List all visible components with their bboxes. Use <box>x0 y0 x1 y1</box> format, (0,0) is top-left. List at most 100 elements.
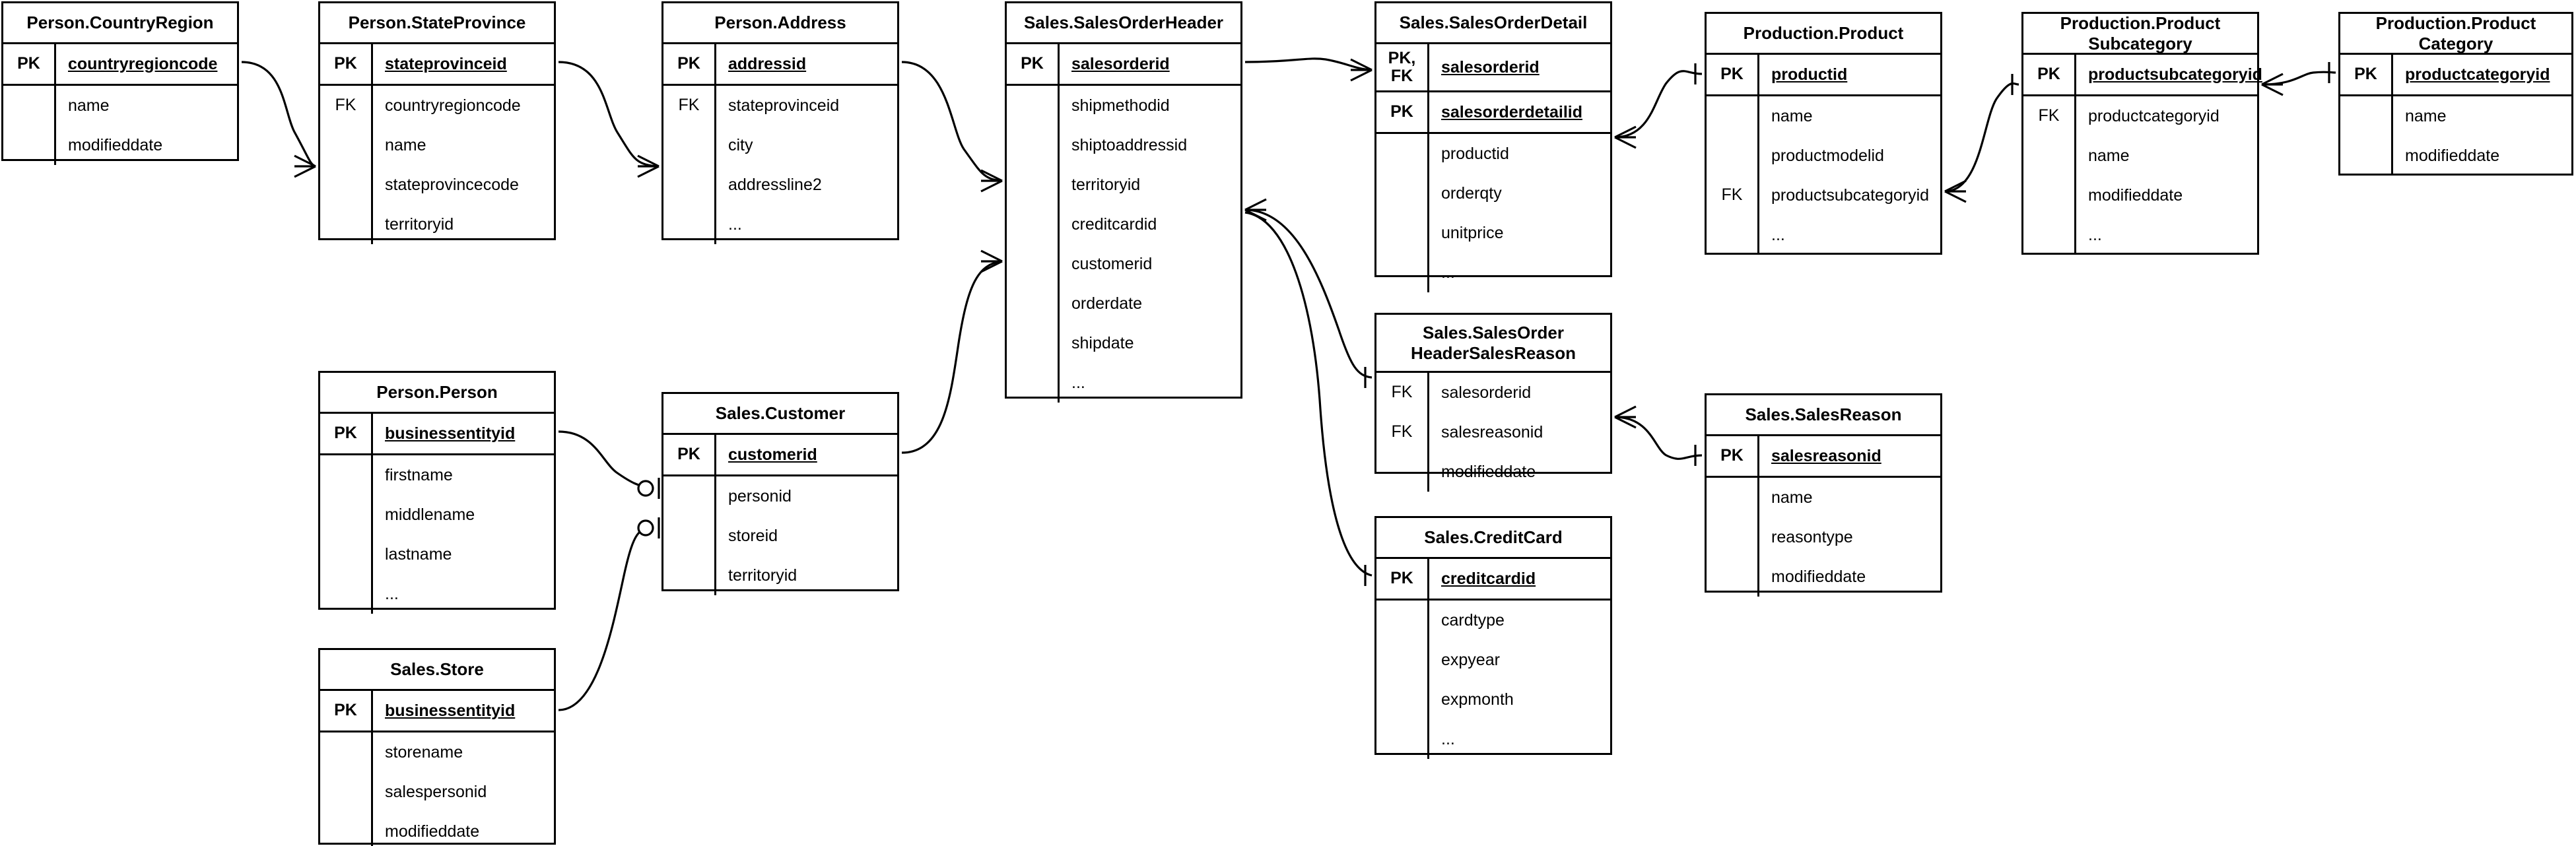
crowsfoot-salesorderheader-sohsr <box>1244 198 1267 222</box>
crowsfoot-address <box>637 154 660 178</box>
attribute-marker <box>1707 557 1759 597</box>
attribute-name: modifieddate <box>2088 185 2183 205</box>
attribute-name: name <box>2088 146 2130 165</box>
attribute-name: territoryid <box>1071 175 1141 194</box>
attribute-marker <box>663 165 716 205</box>
attribute-row: ... <box>2023 215 2257 255</box>
key-marker: PK <box>2340 55 2393 94</box>
attribute-row: ... <box>1007 363 1240 403</box>
attribute-row: modifieddate <box>1376 452 1610 492</box>
attribute-row: personid <box>663 476 897 516</box>
key-attribute-name: customerid <box>728 445 817 464</box>
attribute-name: orderdate <box>1071 294 1143 313</box>
attribute-name: productsubcategoryid <box>1771 185 1930 205</box>
entity-title-salesorderdetail: Sales.SalesOrderDetail <box>1376 3 1610 44</box>
attribute-marker <box>320 772 373 812</box>
key-attribute-name: salesorderdetailid <box>1441 102 1582 121</box>
attribute-marker: FK <box>663 86 716 125</box>
attribute-marker <box>2023 176 2076 215</box>
key-attribute-name: countryregioncode <box>68 54 218 73</box>
entity-title-customer: Sales.Customer <box>663 394 897 435</box>
attribute-marker <box>320 205 373 244</box>
attribute-name: personid <box>728 486 792 505</box>
crowsfoot-salesorderheader-customer <box>980 249 1003 273</box>
key-attribute-name: salesorderid <box>1071 54 1170 73</box>
attribute-name: ... <box>1441 729 1455 748</box>
attribute-row: expmonth <box>1376 680 1610 719</box>
attribute-marker <box>1707 478 1759 517</box>
attribute-name: stateprovinceid <box>728 96 840 115</box>
attribute-name: reasontype <box>1771 527 1853 546</box>
attribute-marker <box>1376 601 1429 640</box>
attribute-marker <box>1376 253 1429 292</box>
attribute-marker <box>320 495 373 535</box>
attribute-marker <box>1376 452 1429 492</box>
attribute-name: expyear <box>1441 650 1500 669</box>
attribute-name: ... <box>728 214 742 234</box>
attribute-name: cardtype <box>1441 610 1505 630</box>
attribute-marker <box>3 125 56 165</box>
key-marker: PK <box>320 414 373 453</box>
attribute-marker <box>1007 86 1060 125</box>
attribute-marker <box>1007 244 1060 284</box>
key-attribute-name: salesreasonid <box>1771 446 1881 465</box>
attribute-name: modifieddate <box>1441 462 1536 481</box>
attribute-marker <box>320 732 373 772</box>
entity-title-productsubcategory: Production.Product Subcategory <box>2023 13 2257 55</box>
attribute-row: name <box>1707 96 1940 136</box>
attribute-name: firstname <box>385 465 453 484</box>
attribute-name: ... <box>385 584 399 603</box>
entity-title-salesorderheader: Sales.SalesOrderHeader <box>1007 3 1240 44</box>
attribute-row: territoryid <box>663 556 897 595</box>
attribute-name: shipdate <box>1071 333 1134 352</box>
attribute-row: firstname <box>320 455 554 495</box>
key-marker: PK <box>3 44 56 84</box>
key-attribute-name: stateprovinceid <box>385 54 507 73</box>
attribute-name: salesorderid <box>1441 383 1532 402</box>
attribute-name: name <box>68 96 110 115</box>
attribute-marker <box>1376 719 1429 759</box>
key-attribute-name: productsubcategoryid <box>2088 65 2262 84</box>
attribute-row: addressline2 <box>663 165 897 205</box>
attribute-row: shipdate <box>1007 323 1240 363</box>
key-marker: PK <box>1707 436 1759 476</box>
attribute-row: modifieddate <box>1707 557 1940 597</box>
entity-title-stateprovince: Person.StateProvince <box>320 3 554 44</box>
attribute-name: addressline2 <box>728 175 822 194</box>
attribute-name: ... <box>1441 263 1455 282</box>
link-salesorderdetail-product <box>1614 70 1703 139</box>
attribute-name: orderqty <box>1441 183 1502 203</box>
attribute-row: lastname <box>320 535 554 574</box>
zero-or-one-marker-customer-person <box>637 478 660 499</box>
attribute-row: name <box>3 86 237 125</box>
link-sohsr-salesreason <box>1614 416 1703 460</box>
attribute-marker <box>2340 136 2393 176</box>
attribute-row: name <box>2023 136 2257 176</box>
attribute-row: shipmethodid <box>1007 86 1240 125</box>
attribute-row: reasontype <box>1707 517 1940 557</box>
key-marker: PK <box>663 435 716 474</box>
attribute-name: shipmethodid <box>1071 96 1170 115</box>
